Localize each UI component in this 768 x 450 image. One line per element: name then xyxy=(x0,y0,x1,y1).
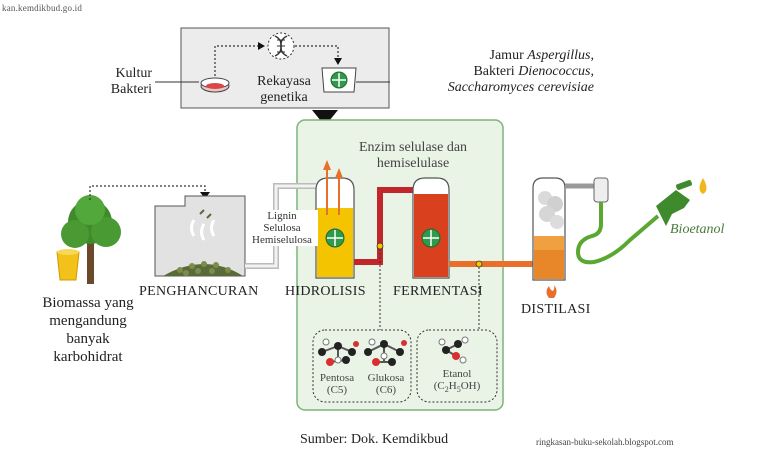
pentose-label: Pentosa (C5) xyxy=(319,372,355,396)
feed-label-line2: Selulosa xyxy=(263,222,301,234)
organisms-line2: Bakteri Dienococcus, xyxy=(473,64,594,79)
pentose-molecule-icon xyxy=(318,338,359,366)
ethanol-molecule-icon xyxy=(438,336,469,364)
engineering-label-line1: Rekayasa xyxy=(257,74,311,89)
glucose-label: Glukosa (C6) xyxy=(367,372,405,396)
feed-label-line1: Lignin xyxy=(267,210,297,222)
drop-icon xyxy=(699,178,707,194)
distillation-column xyxy=(532,177,609,298)
stage-fermentation: FERMENTASI xyxy=(393,284,483,299)
dotted-arrow-1 xyxy=(214,45,258,76)
flame-icon xyxy=(546,285,557,298)
biomass-label-line2: mengandung xyxy=(49,313,127,329)
watermark-top: kan.kemdikbud.go.id xyxy=(2,3,83,13)
source-label: Sumber: Dok. Kemdikbud xyxy=(300,432,449,447)
hydrolysis-tank xyxy=(315,160,355,279)
engineering-label-line2: genetika xyxy=(260,90,308,105)
culture-label: Kultur Bakteri xyxy=(100,66,152,98)
culture-label-line2: Bakteri xyxy=(110,82,152,97)
green-tube xyxy=(575,202,660,265)
stage-crushing: PENGHANCURAN xyxy=(139,284,259,299)
dna-icon xyxy=(267,32,295,60)
enzyme-label: Enzim selulase dan hemiselulase xyxy=(338,140,488,172)
sample-point-2 xyxy=(475,260,483,268)
tree-icon xyxy=(61,195,121,284)
stage-distillation: DISTILASI xyxy=(521,302,591,317)
stage-hydrolysis: HIDROLISIS xyxy=(285,284,366,299)
biomass-label-line4: karbohidrat xyxy=(53,349,123,365)
dotted-arrow-3 xyxy=(89,185,206,200)
fermentation-tank xyxy=(412,177,450,279)
crusher-machine xyxy=(154,195,246,277)
feed-label: Lignin Selulosa Hemiselulosa xyxy=(246,210,318,246)
biomass-label: Biomassa yang mengandung banyak karbohid… xyxy=(28,294,148,366)
fuel-nozzle-icon xyxy=(656,180,692,226)
glucose-molecule-icon xyxy=(364,338,407,366)
petri-dish-icon xyxy=(200,77,230,93)
engineering-label: Rekayasa genetika xyxy=(244,74,324,106)
feed-label-line3: Hemiselulosa xyxy=(252,234,312,246)
watermark-bottom: ringkasan-buku-sekolah.blogspot.com xyxy=(536,437,674,447)
product-label: Bioetanol xyxy=(670,222,725,237)
enzyme-label-line2: hemiselulase xyxy=(376,156,450,171)
biomass-label-line3: banyak xyxy=(66,331,110,347)
ethanol-formula: (C2H5OH) xyxy=(433,380,481,395)
ethanol-box xyxy=(416,329,498,403)
sugars-box xyxy=(312,329,412,403)
ethanol-label: Etanol (C2H5OH) xyxy=(417,368,497,396)
organisms-label: Jamur Aspergillus, Bakteri Dienococcus, … xyxy=(394,48,594,96)
bucket-icon xyxy=(56,249,80,281)
culture-label-line1: Kultur xyxy=(115,66,152,81)
biomass-label-line1: Biomassa yang xyxy=(42,295,134,311)
organisms-line3: Saccharomyces cerevisiae xyxy=(447,80,594,95)
culture-container-icon xyxy=(321,67,357,93)
organisms-line1: Jamur Aspergillus, xyxy=(489,48,594,63)
red-pipe xyxy=(354,187,413,265)
enzyme-label-line1: Enzim selulase dan xyxy=(358,140,468,155)
down-arrow xyxy=(312,110,338,126)
sample-point-1 xyxy=(376,242,384,250)
